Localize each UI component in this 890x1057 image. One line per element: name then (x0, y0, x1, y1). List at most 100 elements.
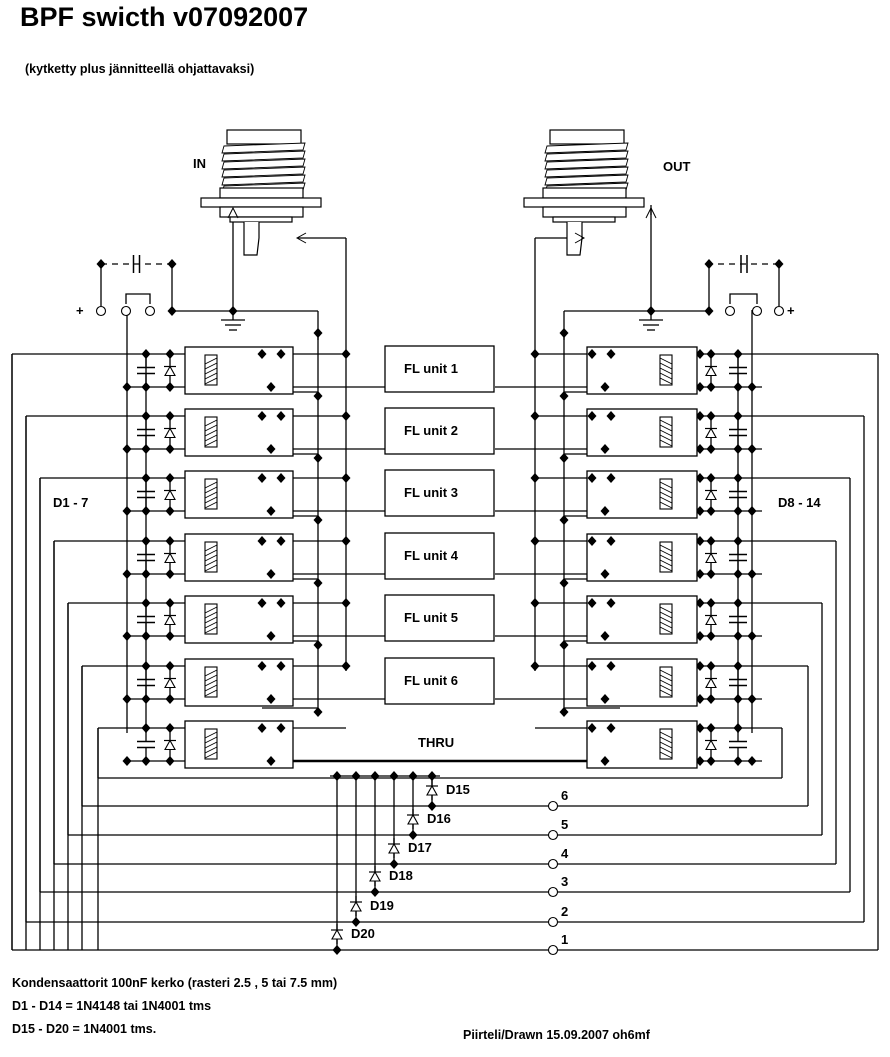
junction-dot (695, 661, 705, 671)
relay-coil-winding (659, 554, 673, 562)
relay-coil-winding (204, 746, 218, 754)
filter-unit-label: FL unit 4 (404, 548, 459, 563)
terminal-pad (547, 944, 559, 956)
relay-coil-winding (659, 559, 673, 567)
junction-dot (332, 945, 342, 955)
terminal-pad (547, 886, 559, 898)
junction-dot (695, 473, 705, 483)
junction-dot (341, 661, 351, 671)
diode-icon (164, 677, 176, 689)
selector-diode-label: D20 (351, 926, 375, 941)
connector-nut (219, 187, 304, 199)
junction-dot (313, 453, 323, 463)
junction-dot (122, 631, 132, 641)
junction-dot (606, 723, 616, 733)
junction-dot (733, 506, 743, 516)
junction-dot (695, 569, 705, 579)
junction-dot (122, 382, 132, 392)
diode-icon (705, 365, 717, 377)
junction-dot (141, 694, 151, 704)
junction-dot (141, 723, 151, 733)
relay-left (184, 720, 294, 769)
filter-unit-box (384, 345, 495, 393)
relay-coil-winding (659, 746, 673, 754)
junction-dot (695, 536, 705, 546)
relay-coil-winding (204, 491, 218, 499)
connector-ring (552, 216, 616, 223)
junction-dot (600, 569, 610, 579)
junction-dot (606, 536, 616, 546)
junction-dot (165, 349, 175, 359)
connector-body (226, 129, 302, 145)
junction-dot (351, 917, 361, 927)
junction-dot (122, 506, 132, 516)
junction-dot (313, 515, 323, 525)
relay-left (184, 595, 294, 644)
relay-coil-winding (204, 611, 218, 619)
diode-icon (164, 489, 176, 501)
junction-dot (600, 631, 610, 641)
relay-coil-winding (659, 434, 673, 442)
junction-dot (165, 598, 175, 608)
filter-unit-box (384, 532, 495, 580)
junction-dot (370, 887, 380, 897)
relay-coil-winding (204, 501, 218, 509)
junction-dot (266, 382, 276, 392)
relay-coil-winding (659, 751, 673, 759)
relay-coil-winding (204, 549, 218, 557)
filter-unit-label: FL unit 6 (404, 673, 458, 688)
relay-coil-winding (659, 736, 673, 744)
junction-dot (530, 536, 540, 546)
control-input-label: 3 (561, 874, 568, 889)
junction-dot (704, 306, 714, 316)
junction-dot (165, 536, 175, 546)
junction-dot (276, 473, 286, 483)
relay-coil-winding (204, 434, 218, 442)
jumper-wire (125, 293, 151, 304)
junction-dot (276, 349, 286, 359)
junction-dot (706, 661, 716, 671)
junction-dot (165, 473, 175, 483)
relay-coil-winding (204, 669, 218, 677)
junction-dot (165, 411, 175, 421)
junction-dot (427, 771, 437, 781)
junction-dot (276, 723, 286, 733)
diode-icon (164, 739, 176, 751)
junction-dot (747, 631, 757, 641)
junction-dot (530, 661, 540, 671)
selector-diode-label: D15 (446, 782, 470, 797)
page-title: BPF swicth v07092007 (20, 2, 309, 32)
filter-unit-box (384, 657, 495, 705)
filter-unit-3 (384, 469, 495, 517)
control-input-label: 5 (561, 817, 568, 832)
junction-dot (747, 756, 757, 766)
junction-dot (141, 756, 151, 766)
junction-dot (695, 349, 705, 359)
connector-nut (542, 187, 627, 199)
relay-left (184, 346, 294, 395)
junction-dot (165, 723, 175, 733)
relay-coil-winding (659, 481, 673, 489)
connector-thread (221, 142, 306, 154)
note-diodes-d1-d14: D1 - D14 = 1N4148 tai 1N4001 tms (12, 999, 212, 1013)
relay-coil-winding (659, 486, 673, 494)
junction-dot (695, 444, 705, 454)
filter-unit-box (384, 469, 495, 517)
in-connector (200, 129, 322, 256)
junction-dot (389, 771, 399, 781)
junction-dot (313, 578, 323, 588)
labels: FL unit 1FL unit 2FL unit 3FL unit 4FL u… (53, 156, 821, 947)
diode-icon (164, 552, 176, 564)
relay-coil-winding (204, 439, 218, 447)
junction-dot (600, 756, 610, 766)
relay-coil-winding (659, 429, 673, 437)
junction-dot (706, 723, 716, 733)
junction-dot (706, 569, 716, 579)
relay-coil-winding (659, 669, 673, 677)
junction-dot (733, 569, 743, 579)
control-input-label: 4 (561, 846, 569, 861)
junction-dot (530, 349, 540, 359)
junction-dot (733, 382, 743, 392)
junction-dot (706, 694, 716, 704)
junction-dot (695, 694, 705, 704)
